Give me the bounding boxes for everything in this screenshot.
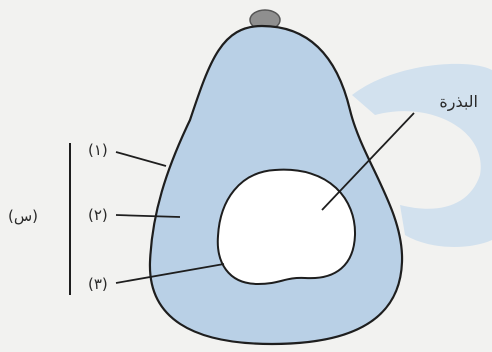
pointer-line-1	[116, 152, 166, 166]
label-part-1: (١)	[88, 141, 108, 159]
seed-cavity	[218, 170, 355, 284]
label-seed: البذرة	[439, 92, 478, 112]
label-part-3: (٣)	[88, 275, 108, 293]
label-part-2: (٢)	[88, 206, 108, 224]
label-group: (س)	[8, 207, 38, 225]
